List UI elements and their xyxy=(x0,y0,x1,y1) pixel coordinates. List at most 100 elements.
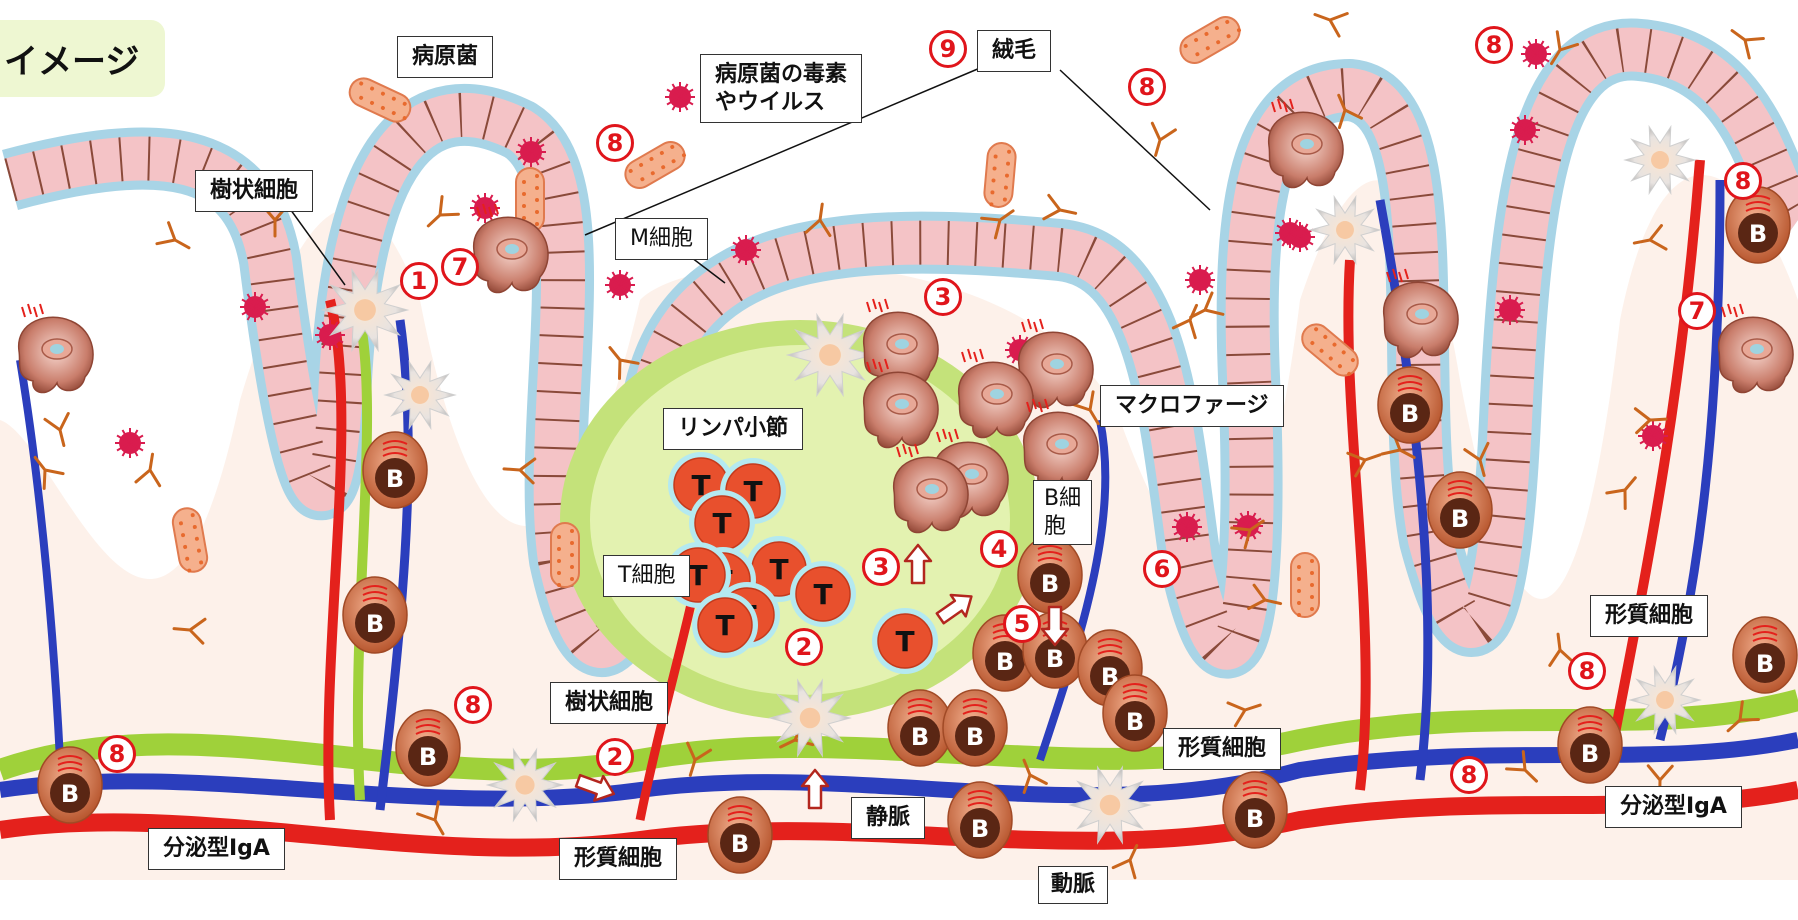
label-artery: 動脈 xyxy=(1038,866,1109,904)
antibody-icon xyxy=(1071,390,1100,426)
label-dendritic-cell-1: 樹状細胞 xyxy=(195,170,314,212)
b-cell-icon: B xyxy=(37,746,103,824)
antibody-icon xyxy=(1463,441,1490,477)
label-secretory-iga-1: 分泌型IgA xyxy=(148,828,285,870)
b-cell-icon: B xyxy=(1732,616,1798,694)
arrow-icon xyxy=(574,773,616,802)
label-plasma-cell-2: 形質細胞 xyxy=(1163,728,1282,770)
t-cell-icon: T xyxy=(790,561,856,627)
arrow-icon xyxy=(1040,605,1070,647)
antibody-icon xyxy=(1605,476,1637,510)
antibody-icon xyxy=(155,221,191,250)
arrow-icon xyxy=(935,593,973,625)
antibody-icon xyxy=(1346,451,1382,478)
b-cell-icon: B xyxy=(942,689,1008,767)
dendritic-cell-icon xyxy=(1628,664,1702,736)
svg-text:B: B xyxy=(61,780,79,808)
dendritic-cell-icon xyxy=(485,747,565,823)
svg-text:B: B xyxy=(966,723,984,751)
svg-text:B: B xyxy=(731,830,749,858)
antibody-icon xyxy=(134,452,162,488)
pathogen-icon xyxy=(983,142,1017,208)
svg-text:B: B xyxy=(366,610,384,638)
dendritic-cell-icon xyxy=(768,678,852,758)
marker-1: 1 xyxy=(400,262,438,300)
toxin-icon xyxy=(1172,512,1202,542)
b-cell-icon: B xyxy=(707,796,773,874)
svg-text:T: T xyxy=(715,609,734,642)
pathogen-icon xyxy=(550,522,580,588)
b-cell-icon: B xyxy=(342,576,408,654)
arrow-icon xyxy=(903,543,933,585)
marker-4: 4 xyxy=(980,530,1018,568)
marker-9: 9 xyxy=(929,30,967,68)
label-villus: 絨毛 xyxy=(977,30,1052,72)
svg-text:T: T xyxy=(813,578,832,611)
svg-text:B: B xyxy=(1749,220,1767,248)
b-cell-icon: B xyxy=(362,431,428,509)
villi xyxy=(2,18,1798,679)
page-title: イメージ xyxy=(0,20,166,97)
dendritic-cell-icon xyxy=(383,359,457,431)
toxin-icon xyxy=(1510,115,1540,145)
label-toxin: 病原菌の毒素 やウイルス xyxy=(700,54,863,123)
antibody-icon xyxy=(1633,407,1668,435)
macrophage-icon xyxy=(1383,268,1459,359)
label-m-cell: M細胞 xyxy=(615,218,708,260)
arrow-group xyxy=(574,543,1070,810)
macrophage-icon xyxy=(1268,98,1344,189)
dendritic-cell-icon xyxy=(320,267,410,353)
artery-vessel xyxy=(0,781,1798,857)
dendritic-cell-icon xyxy=(1068,765,1152,845)
antibody-icon xyxy=(1726,700,1760,733)
pathogen-icon xyxy=(1290,552,1320,618)
svg-text:T: T xyxy=(769,553,788,586)
svg-text:B: B xyxy=(1246,805,1264,833)
svg-text:T: T xyxy=(688,559,707,592)
label-b-cell: B細 胞 xyxy=(1033,480,1093,545)
marker-8g: 8 xyxy=(1450,756,1488,794)
t-cell-group: TTTTTTTTTT xyxy=(665,452,938,674)
pathogen-icon xyxy=(624,141,686,189)
b-cell-icon: B xyxy=(1377,366,1443,444)
marker-8a: 8 xyxy=(596,124,634,162)
pathogen-icon xyxy=(348,77,412,123)
svg-text:B: B xyxy=(996,648,1014,676)
antibody-icon xyxy=(33,455,65,490)
toxin-icon xyxy=(1521,39,1551,69)
vein-vessel xyxy=(0,732,1798,807)
svg-text:B: B xyxy=(386,465,404,493)
marker-8b: 8 xyxy=(1128,68,1166,106)
svg-text:T: T xyxy=(691,469,710,502)
label-plasma-cell-3: 形質細胞 xyxy=(1590,595,1709,637)
label-macrophage: マクロファージ xyxy=(1100,385,1284,427)
antibody-icon xyxy=(608,346,640,380)
antibody-icon xyxy=(1150,121,1177,157)
pathogen-group xyxy=(171,16,1359,618)
toxin-icon xyxy=(240,292,270,322)
pathogen-icon xyxy=(171,507,209,573)
marker-7b: 7 xyxy=(1678,292,1716,330)
label-lymph-nodule: リンパ小節 xyxy=(663,408,804,450)
dendritic-cell-group xyxy=(320,124,1702,845)
marker-8h: 8 xyxy=(1568,652,1606,690)
svg-text:B: B xyxy=(1126,708,1144,736)
marker-7a: 7 xyxy=(441,248,479,286)
marker-8e: 8 xyxy=(454,686,492,724)
pathogen-icon xyxy=(1301,323,1359,377)
svg-text:B: B xyxy=(1046,645,1064,673)
antibody-icon xyxy=(1550,30,1580,66)
macrophage-icon xyxy=(893,443,969,534)
label-vein: 静脈 xyxy=(851,797,926,839)
toxin-icon xyxy=(516,137,546,167)
antibody-icon xyxy=(980,209,1015,240)
macrophage-icon xyxy=(1018,318,1094,409)
macrophage-icon xyxy=(863,298,939,389)
toxin-icon xyxy=(731,235,761,265)
b-cell-icon: B xyxy=(1017,536,1083,614)
b-cell-icon: B xyxy=(1102,674,1168,752)
antibody-icon xyxy=(1230,519,1265,550)
antibody-icon xyxy=(1247,583,1283,611)
